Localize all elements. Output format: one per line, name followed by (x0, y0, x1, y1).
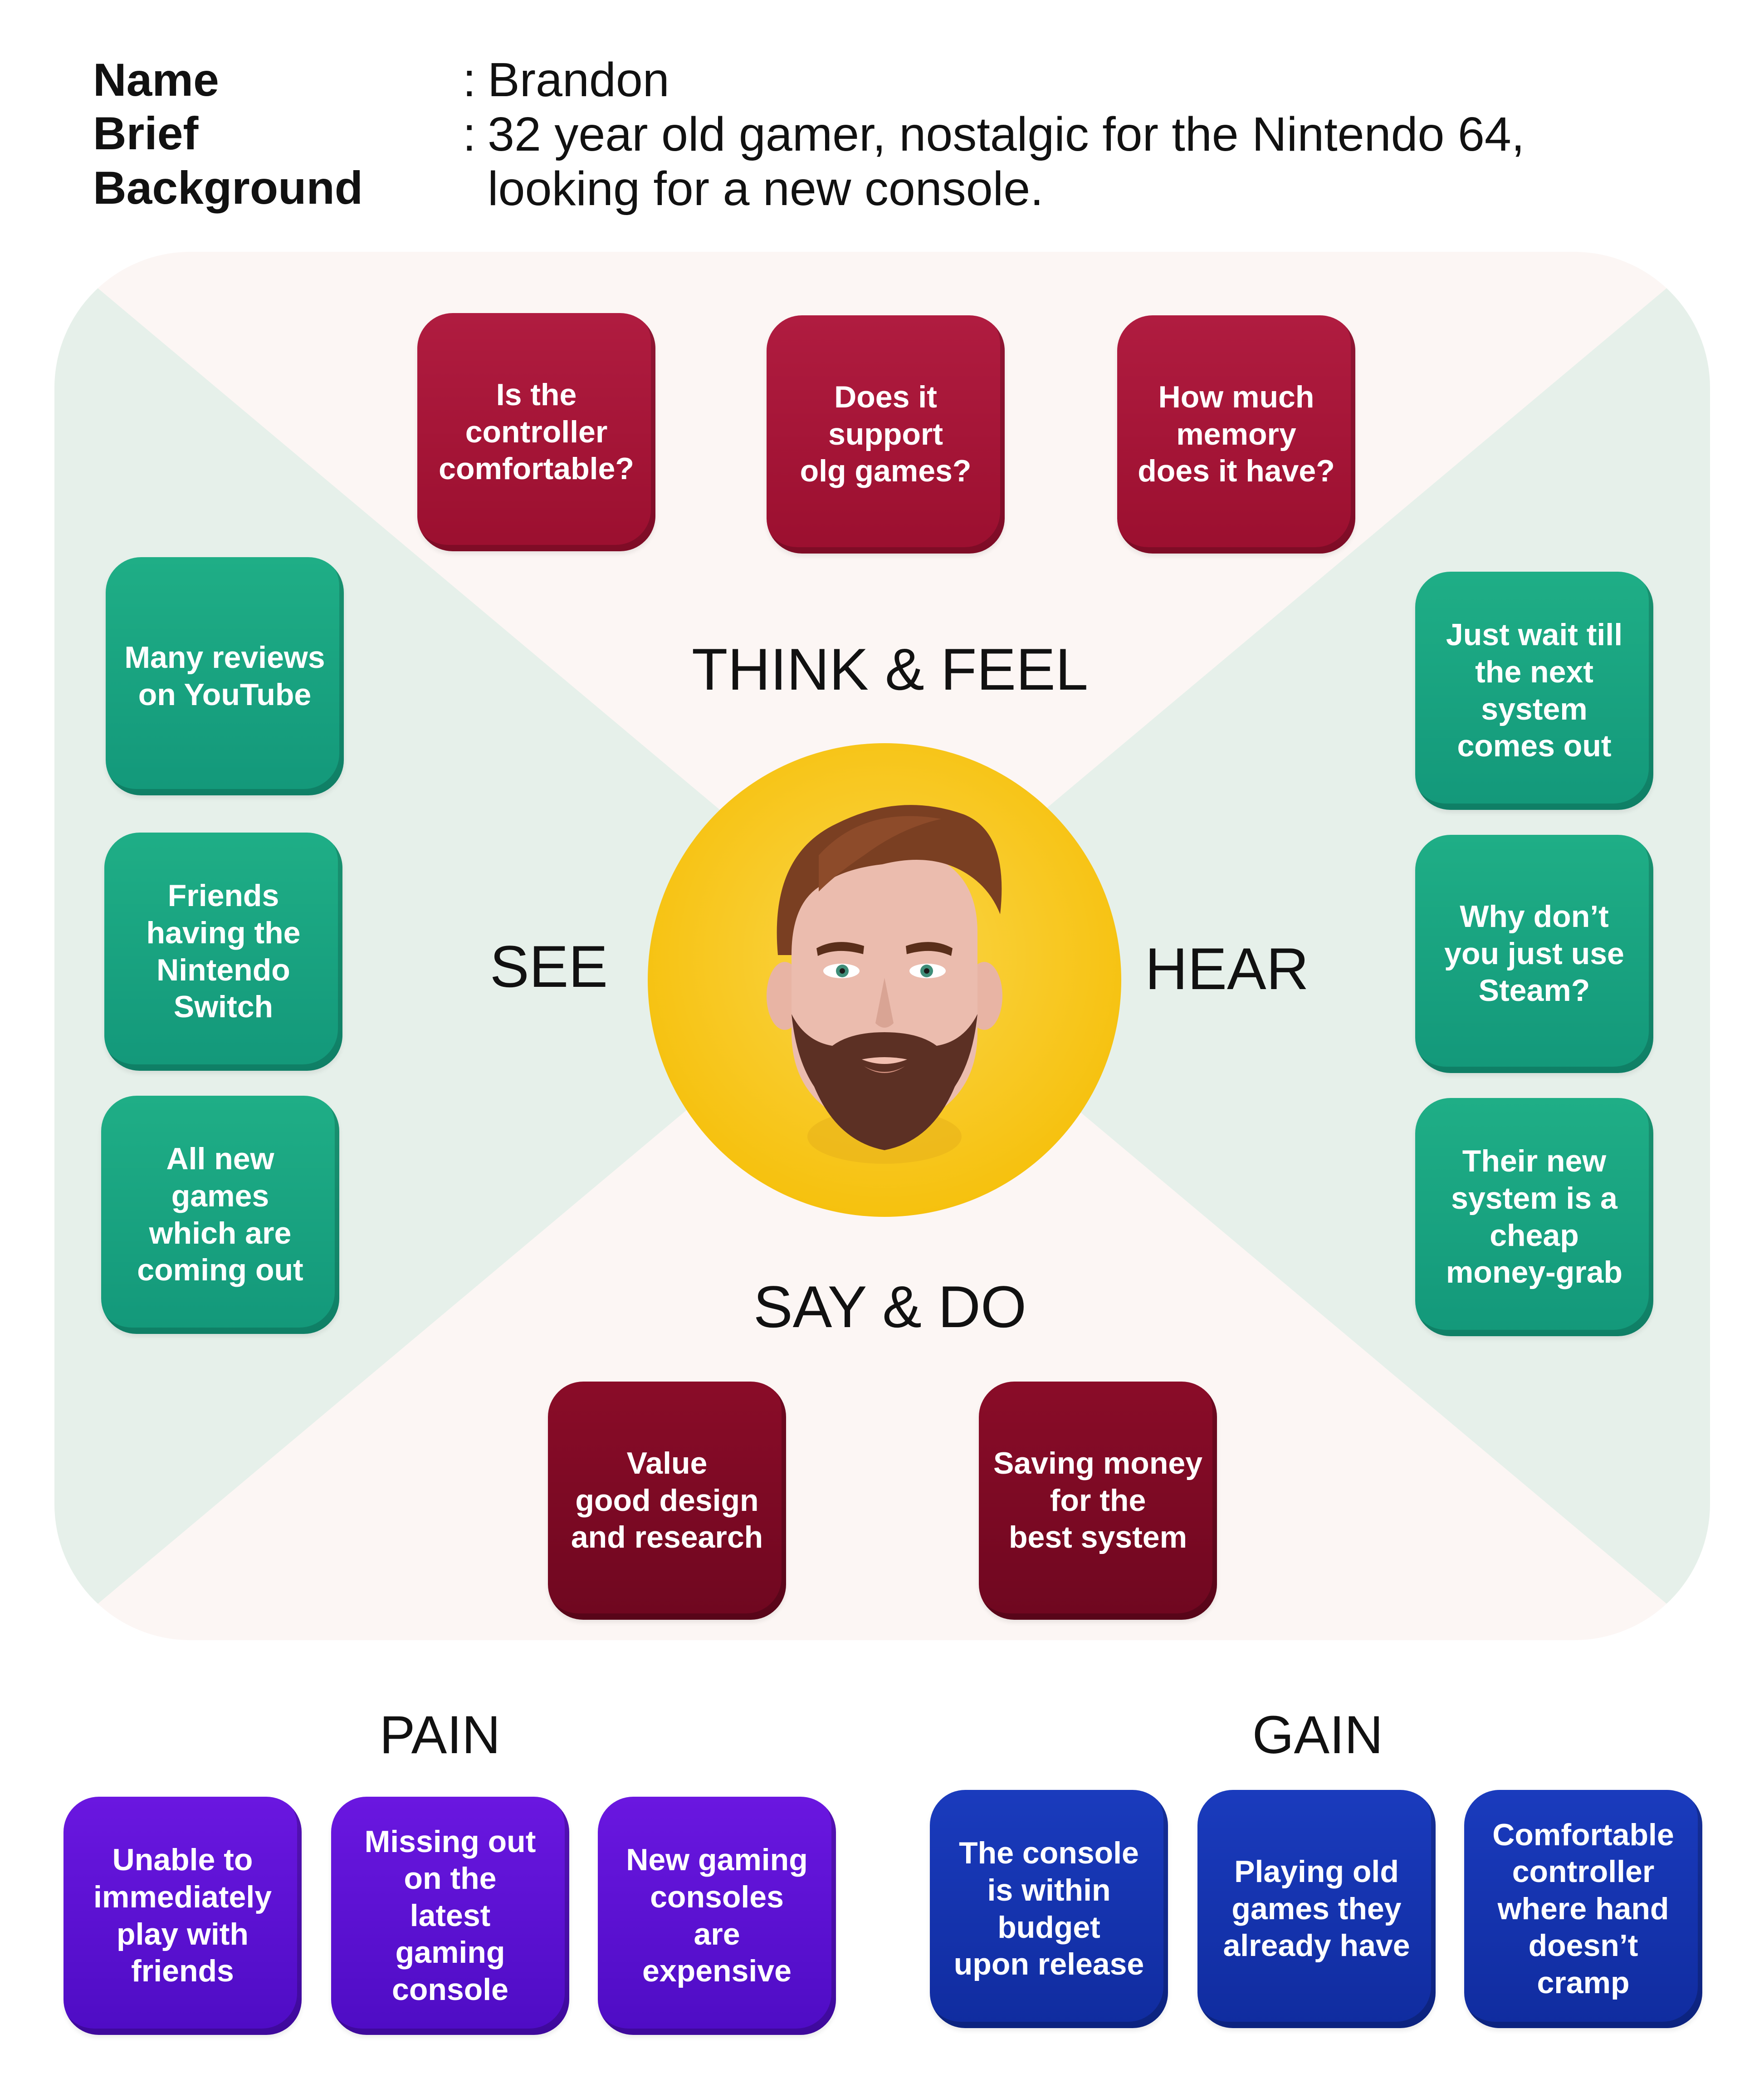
name-value: Brandon (488, 53, 669, 107)
say-do-label: SAY & DO (753, 1274, 1027, 1340)
pain-card: Unable to immediately play with friends (64, 1797, 302, 2035)
background-line-1: 32 year old gamer, nostalgic for the Nin… (488, 108, 1525, 161)
see-card: Friends having the Nintendo Switch (104, 833, 342, 1071)
see-card: Many reviews on YouTube (106, 557, 344, 795)
gain-card: The console is within budget upon releas… (930, 1790, 1168, 2028)
say-do-card: Saving money for the best system (979, 1382, 1217, 1620)
pain-card: New gaming consoles are expensive (598, 1797, 836, 2035)
background-label: Background (93, 162, 363, 214)
think-feel-label: THINK & FEEL (691, 636, 1089, 702)
hear-card: Why don’t you just use Steam? (1415, 835, 1653, 1073)
think-feel-card: Does it support olg games? (767, 315, 1005, 554)
hear-card: Their new system is a cheap money-grab (1415, 1098, 1653, 1336)
pain-label: PAIN (379, 1705, 501, 1765)
name-colon: : (463, 53, 476, 107)
gain-card: Playing old games they already have (1197, 1790, 1436, 2028)
gain-card: Comfortable controller where hand doesn’… (1464, 1790, 1702, 2028)
background-colon: : (463, 108, 476, 161)
see-card: All new games which are coming out (101, 1096, 339, 1334)
say-do-card: Value good design and research (548, 1382, 786, 1620)
name-label: Name (93, 54, 219, 106)
persona-avatar (646, 742, 1123, 1218)
think-feel-card: Is the controller comfortable? (417, 313, 655, 551)
hear-card: Just wait till the next system comes out (1415, 572, 1653, 810)
hear-label: HEAR (1145, 936, 1309, 1002)
brief-label: Brief (93, 108, 199, 159)
think-feel-card: How much memory does it have? (1117, 315, 1355, 554)
see-label: SEE (489, 933, 608, 1000)
pain-card: Missing out on the latest gaming console (331, 1797, 569, 2035)
background-line-2: looking for a new console. (488, 162, 1044, 216)
bearded-man-avatar-icon (648, 743, 1121, 1217)
gain-label: GAIN (1252, 1705, 1383, 1765)
